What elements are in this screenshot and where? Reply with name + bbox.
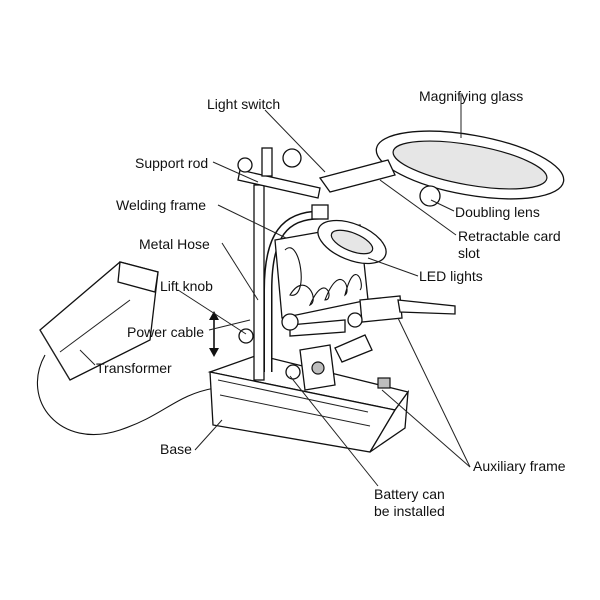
label-magnifying-glass: Magnifying glass [419,88,524,104]
label-welding-frame: Welding frame [116,197,207,213]
leader-lines [79,95,471,487]
support-rod-illustration [237,147,321,381]
lift-arrow-icon [209,311,219,357]
label-lift-knob: Lift knob [160,278,213,294]
magnifier-illustration [318,130,565,207]
transformer-illustration [39,261,159,381]
label-metal-hose: Metal Hose [139,236,210,252]
label-battery: Battery can be installed [374,486,445,520]
label-battery-line2: be installed [374,503,445,519]
clamp-arms-illustration [238,295,456,391]
label-power-cable: Power cable [127,324,205,340]
label-led-lights: LED lights [419,268,483,284]
label-transformer: Transformer [96,360,172,376]
led-lamp-illustration [311,204,387,265]
power-cable-line [36,354,216,436]
label-auxiliary-frame: Auxiliary frame [473,458,566,474]
label-support-rod: Support rod [135,155,209,171]
label-doubling-lens: Doubling lens [455,204,540,220]
label-base: Base [160,441,192,457]
label-retractable-card-slot: Retractable card slot [458,228,561,262]
label-light-switch: Light switch [207,96,281,112]
label-retractable-card-slot-line2: slot [458,245,480,261]
label-retractable-card-slot-line1: Retractable card [458,228,561,244]
label-battery-line1: Battery can [374,486,445,502]
